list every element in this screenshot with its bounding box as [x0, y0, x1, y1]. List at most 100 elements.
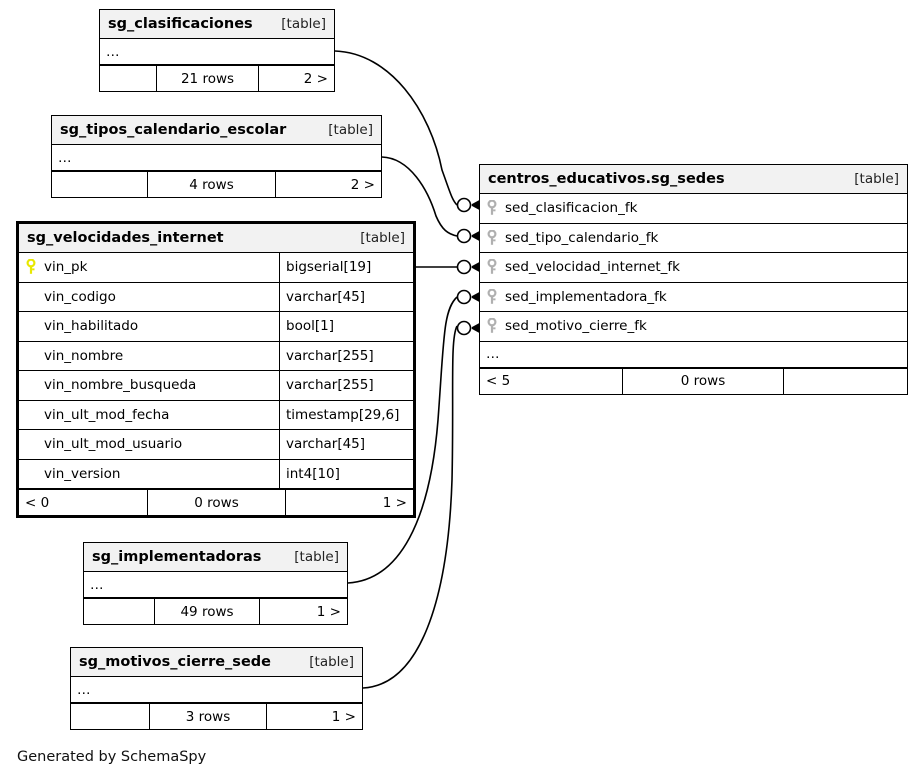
table-header: sg_implementadoras [table]: [84, 543, 347, 572]
column-name-cell: vin_pk: [19, 259, 279, 275]
table-row[interactable]: vin_nombre_busqueda varchar[255]: [19, 371, 413, 401]
table-sg-clasificaciones[interactable]: sg_clasificaciones [table] … 21 rows 2 >: [99, 9, 335, 92]
table-centros-educativos-sg-sedes[interactable]: centros_educativos.sg_sedes [table] sed_…: [479, 164, 908, 395]
table-row[interactable]: vin_habilitado bool[1]: [19, 312, 413, 342]
table-row[interactable]: sed_clasificacion_fk: [480, 194, 907, 224]
columns-ellipsis: …: [52, 145, 381, 171]
column-name: vin_pk: [44, 259, 88, 276]
footer-rows: 3 rows: [149, 704, 266, 729]
columns-ellipsis: …: [480, 341, 907, 368]
primary-key-icon: [25, 259, 37, 275]
column-name: sed_clasificacion_fk: [505, 200, 638, 217]
footer-parents: < 5: [486, 373, 511, 389]
column-name-cell: sed_motivo_cierre_fk: [480, 318, 907, 334]
foreign-key-icon: [486, 318, 498, 334]
table-type-tag: [table]: [854, 171, 899, 187]
table-type-tag: [table]: [294, 549, 339, 565]
footer-children: 1 >: [259, 599, 347, 624]
column-name: sed_implementadora_fk: [505, 288, 667, 305]
footer-children: [783, 368, 907, 394]
column-type: varchar[255]: [279, 341, 413, 370]
footer-children: 1 >: [266, 704, 362, 729]
column-name: vin_codigo: [44, 288, 116, 305]
column-name: vin_habilitado: [44, 318, 139, 335]
table-sg-velocidades-internet[interactable]: sg_velocidades_internet [table] vin_pk b…: [16, 221, 416, 518]
footer-parents: [84, 599, 154, 624]
columns-ellipsis: …: [100, 39, 334, 65]
table-row[interactable]: sed_implementadora_fk: [480, 282, 907, 312]
footer-rows: 49 rows: [154, 599, 259, 624]
column-name-cell: vin_nombre_busqueda: [19, 377, 279, 393]
table-row[interactable]: vin_nombre varchar[255]: [19, 341, 413, 371]
column-type: timestamp[29,6]: [279, 400, 413, 429]
column-type: varchar[255]: [279, 371, 413, 400]
footer-children: 2 >: [258, 66, 334, 91]
table-sg-implementadoras[interactable]: sg_implementadoras [table] … 49 rows 1 >: [83, 542, 348, 625]
column-name: vin_ult_mod_usuario: [44, 436, 183, 453]
table-name: centros_educativos.sg_sedes: [488, 171, 725, 187]
table-name: sg_implementadoras: [92, 549, 262, 565]
column-name-cell: vin_habilitado: [19, 318, 279, 334]
columns-ellipsis: …: [84, 572, 347, 598]
column-name-cell: vin_version: [19, 466, 279, 482]
footer-rows: 0 rows: [147, 490, 285, 515]
column-name-cell: vin_nombre: [19, 348, 279, 364]
table-header: sg_tipos_calendario_escolar [table]: [52, 116, 381, 145]
foreign-key-icon: [486, 288, 498, 305]
table-footer: 3 rows 1 >: [71, 703, 362, 729]
table-row[interactable]: vin_ult_mod_usuario varchar[45]: [19, 430, 413, 460]
no-key-spacer: [25, 348, 37, 364]
table-name: sg_clasificaciones: [108, 16, 253, 32]
no-key-spacer: [25, 289, 37, 305]
column-type: bool[1]: [279, 312, 413, 341]
footer-rows: 21 rows: [156, 66, 258, 91]
column-type: int4[10]: [279, 459, 413, 488]
column-name: sed_motivo_cierre_fk: [505, 318, 647, 335]
table-footer: 49 rows 1 >: [84, 598, 347, 624]
footer-parents: [100, 66, 156, 91]
generated-by-caption: Generated by SchemaSpy: [17, 749, 207, 765]
column-name-cell: sed_clasificacion_fk: [480, 200, 907, 216]
columns-ellipsis: …: [71, 677, 362, 703]
table-row[interactable]: vin_version int4[10]: [19, 459, 413, 489]
table-row[interactable]: sed_motivo_cierre_fk: [480, 312, 907, 342]
column-name-cell: sed_tipo_calendario_fk: [480, 229, 907, 246]
table-type-tag: [table]: [281, 16, 326, 32]
table-sg-motivos-cierre-sede[interactable]: sg_motivos_cierre_sede [table] … 3 rows …: [70, 647, 363, 730]
table-type-tag: [table]: [328, 122, 373, 138]
table-footer: < 5 0 rows: [480, 367, 907, 394]
table-header: centros_educativos.sg_sedes [table]: [480, 165, 907, 194]
footer-rows: 4 rows: [147, 172, 275, 197]
table-row[interactable]: sed_tipo_calendario_fk: [480, 223, 907, 253]
footer-children: 2 >: [275, 172, 381, 197]
table-type-tag: [table]: [309, 654, 354, 670]
column-type: bigserial[19]: [279, 253, 413, 282]
footer-parents: [71, 704, 149, 729]
no-key-spacer: [25, 407, 37, 423]
column-name-cell: vin_ult_mod_fecha: [19, 407, 279, 423]
no-key-spacer: [25, 436, 37, 452]
column-name: sed_tipo_calendario_fk: [505, 229, 659, 246]
no-key-spacer: [25, 318, 37, 334]
column-name-cell: vin_codigo: [19, 289, 279, 305]
no-key-spacer: [25, 377, 37, 393]
table-name: sg_velocidades_internet: [27, 230, 224, 246]
footer-parents: < 0: [25, 494, 50, 511]
table-name: sg_tipos_calendario_escolar: [60, 122, 287, 138]
column-name: vin_nombre_busqueda: [44, 377, 197, 394]
table-row[interactable]: vin_ult_mod_fecha timestamp[29,6]: [19, 400, 413, 430]
column-name-cell: sed_velocidad_internet_fk: [480, 259, 907, 275]
table-row[interactable]: vin_codigo varchar[45]: [19, 282, 413, 312]
table-row[interactable]: sed_velocidad_internet_fk: [480, 253, 907, 283]
column-name-cell: sed_implementadora_fk: [480, 288, 907, 305]
table-sg-tipos-calendario-escolar[interactable]: sg_tipos_calendario_escolar [table] … 4 …: [51, 115, 382, 198]
footer-parents: [52, 172, 147, 197]
table-row[interactable]: vin_pk bigserial[19]: [19, 253, 413, 283]
column-name: vin_version: [44, 465, 121, 482]
column-name: vin_ult_mod_fecha: [44, 406, 170, 423]
table-footer: 4 rows 2 >: [52, 171, 381, 197]
column-name-cell: vin_ult_mod_usuario: [19, 436, 279, 452]
table-name: sg_motivos_cierre_sede: [79, 654, 271, 670]
footer-children: 1 >: [285, 490, 413, 515]
